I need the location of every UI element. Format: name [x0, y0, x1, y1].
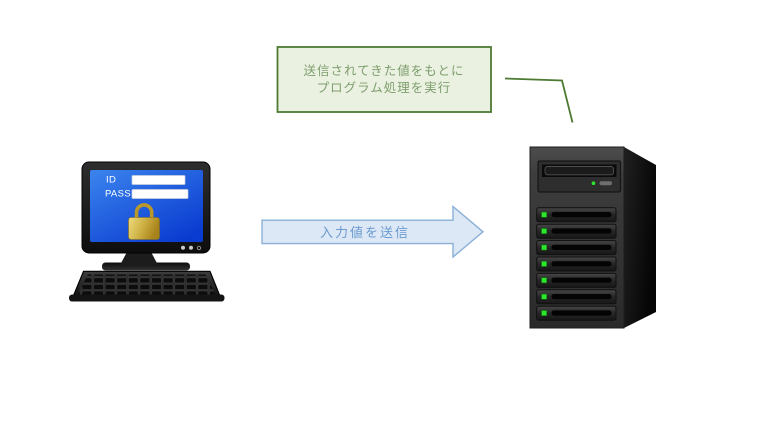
keyboard-keys — [77, 274, 216, 295]
login-form: ID PASS — [105, 175, 189, 240]
drive-bays — [536, 207, 617, 321]
pass-label: PASS — [105, 189, 131, 200]
server-side-panel — [624, 147, 656, 328]
send-arrow: 入力値を送信 — [261, 204, 485, 259]
lock-icon — [128, 203, 160, 240]
monitor-button-dot — [181, 245, 185, 250]
password-input-field — [131, 189, 189, 199]
arrow-label: 入力値を送信 — [320, 225, 410, 240]
client-computer-icon: ID PASS — [69, 161, 225, 302]
server-tower-icon — [529, 146, 656, 329]
id-input-field — [131, 175, 186, 185]
drive-bay — [536, 256, 617, 272]
drive-bay — [536, 240, 617, 256]
monitor-buttons — [181, 245, 202, 251]
drive-tray-slot — [544, 166, 614, 176]
id-label: ID — [106, 175, 116, 186]
arrow-shape — [261, 204, 485, 259]
drive-bay — [536, 272, 617, 288]
drive-bay — [536, 223, 617, 239]
drive-bay — [536, 207, 617, 223]
callout-text-line2: プログラム処理を実行 — [317, 80, 452, 95]
monitor-stand-neck — [120, 252, 158, 265]
monitor-button-dot — [189, 245, 193, 250]
keyboard-base-lip — [69, 294, 225, 302]
optical-drive — [537, 160, 622, 193]
eject-button — [599, 181, 612, 186]
drive-led — [591, 181, 596, 185]
keyboard-icon — [69, 270, 225, 302]
drive-bay — [536, 289, 617, 305]
callout-text-line1: 送信されてきた値をもとに — [303, 63, 464, 78]
callout: 送信されてきた値をもとに プログラム処理を実行 — [276, 46, 574, 123]
power-button-icon — [196, 245, 202, 251]
drive-bay — [536, 305, 617, 321]
callout-connector-line — [504, 77, 574, 123]
callout-box — [276, 46, 492, 113]
